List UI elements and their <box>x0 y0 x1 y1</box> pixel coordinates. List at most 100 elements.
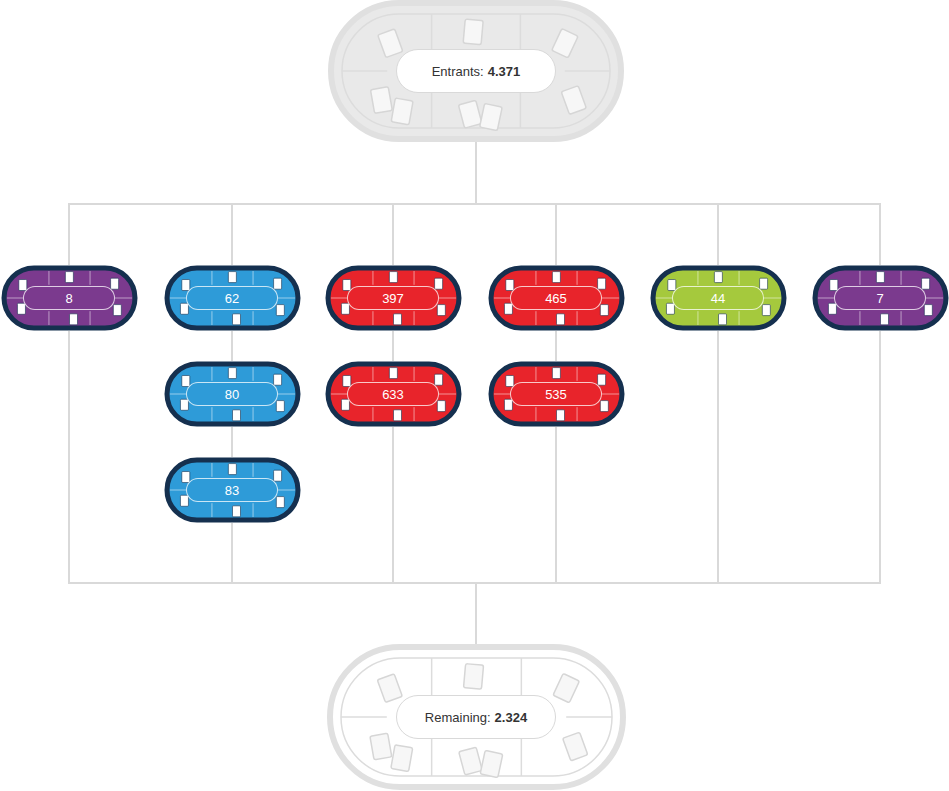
table-outline <box>331 3 621 139</box>
card-icon <box>180 303 188 314</box>
card-icon <box>180 399 188 410</box>
table-divider <box>211 503 212 517</box>
table-divider <box>252 463 253 477</box>
table-divider <box>430 658 432 695</box>
table-divider <box>520 14 522 50</box>
count-pill: 7 <box>834 286 926 310</box>
table-divider <box>252 367 253 381</box>
card-icon <box>597 374 605 385</box>
table-divider <box>520 658 522 695</box>
table-divider <box>342 70 387 72</box>
card-icon <box>762 305 770 316</box>
table-divider <box>697 271 698 285</box>
table-divider <box>859 311 860 325</box>
card-icon <box>828 303 836 314</box>
count-value: 2.324 <box>495 710 528 725</box>
card-icon <box>228 464 236 475</box>
card-icon <box>505 280 513 291</box>
table-divider <box>211 407 212 421</box>
card-icon <box>437 401 445 412</box>
table-divider <box>431 92 433 128</box>
card-icon <box>463 19 483 44</box>
table-outline <box>328 268 459 328</box>
bracket-line <box>69 331 476 644</box>
table-divider <box>252 311 253 325</box>
card-icon <box>341 399 349 410</box>
table-divider <box>900 271 901 285</box>
table-divider <box>697 311 698 325</box>
count-value: 44 <box>711 291 725 306</box>
count-pill: 44 <box>672 286 764 310</box>
card-icon <box>110 278 118 289</box>
card-icon <box>232 410 240 421</box>
count-value: 83 <box>225 483 239 498</box>
card-icon <box>556 410 564 421</box>
poker-table: 62 <box>164 265 301 331</box>
count-pill: 8 <box>23 286 115 310</box>
table-divider <box>900 311 901 325</box>
count-pill: 80 <box>186 382 278 406</box>
card-icon <box>600 401 608 412</box>
table-divider <box>211 311 212 325</box>
poker-table: 465 <box>488 265 625 331</box>
card-icon <box>113 305 121 316</box>
table-divider <box>576 271 577 285</box>
card-icon <box>276 305 284 316</box>
table-divider <box>520 739 522 776</box>
card-icon <box>880 314 888 325</box>
table-outline <box>491 268 622 328</box>
poker-table: 633 <box>325 361 462 427</box>
table-outline <box>815 268 946 328</box>
card-icon <box>597 278 605 289</box>
card-icon <box>437 305 445 316</box>
table-divider <box>413 407 414 421</box>
count-pill: 465 <box>510 286 602 310</box>
count-label: Entrants: <box>432 64 484 79</box>
summary-table: Entrants: 4.371 <box>328 0 624 142</box>
card-icon <box>389 368 397 379</box>
card-icon <box>232 506 240 517</box>
table-divider <box>566 716 612 718</box>
card-icon <box>181 376 189 387</box>
card-icon <box>600 305 608 316</box>
card-icon <box>342 376 350 387</box>
card-icon <box>480 750 503 777</box>
table-outline <box>167 364 298 424</box>
bracket-line <box>393 142 476 265</box>
card-icon <box>759 278 767 289</box>
count-pill: 62 <box>186 286 278 310</box>
poker-table: 83 <box>164 457 301 523</box>
poker-table: 80 <box>164 361 301 427</box>
card-icon <box>718 314 726 325</box>
table-divider <box>252 407 253 421</box>
count-value: 80 <box>225 387 239 402</box>
card-icon <box>504 303 512 314</box>
card-icon <box>556 314 564 325</box>
bracket-line <box>69 142 476 265</box>
card-icon <box>829 280 837 291</box>
card-icon <box>389 272 397 283</box>
table-outline <box>167 268 298 328</box>
card-icon <box>552 368 560 379</box>
table-divider <box>372 367 373 381</box>
count-value: 465 <box>545 291 567 306</box>
card-icon <box>552 29 578 58</box>
bracket-line <box>392 331 394 361</box>
count-pill: Remaining:2.324 <box>396 695 556 739</box>
table-divider <box>565 70 610 72</box>
count-value: 4.371 <box>488 64 521 79</box>
card-icon <box>876 272 884 283</box>
card-icon <box>393 314 401 325</box>
table-divider <box>89 311 90 325</box>
bracket-line <box>555 331 557 361</box>
count-pill: Entrants: 4.371 <box>396 49 556 93</box>
table-divider <box>372 271 373 285</box>
bracket-line <box>232 142 476 265</box>
bracket-line <box>476 427 556 644</box>
table-outline <box>653 268 784 328</box>
card-icon <box>552 272 560 283</box>
table-divider <box>576 367 577 381</box>
table-felt <box>342 14 610 128</box>
table-divider <box>535 367 536 381</box>
card-icon <box>181 472 189 483</box>
